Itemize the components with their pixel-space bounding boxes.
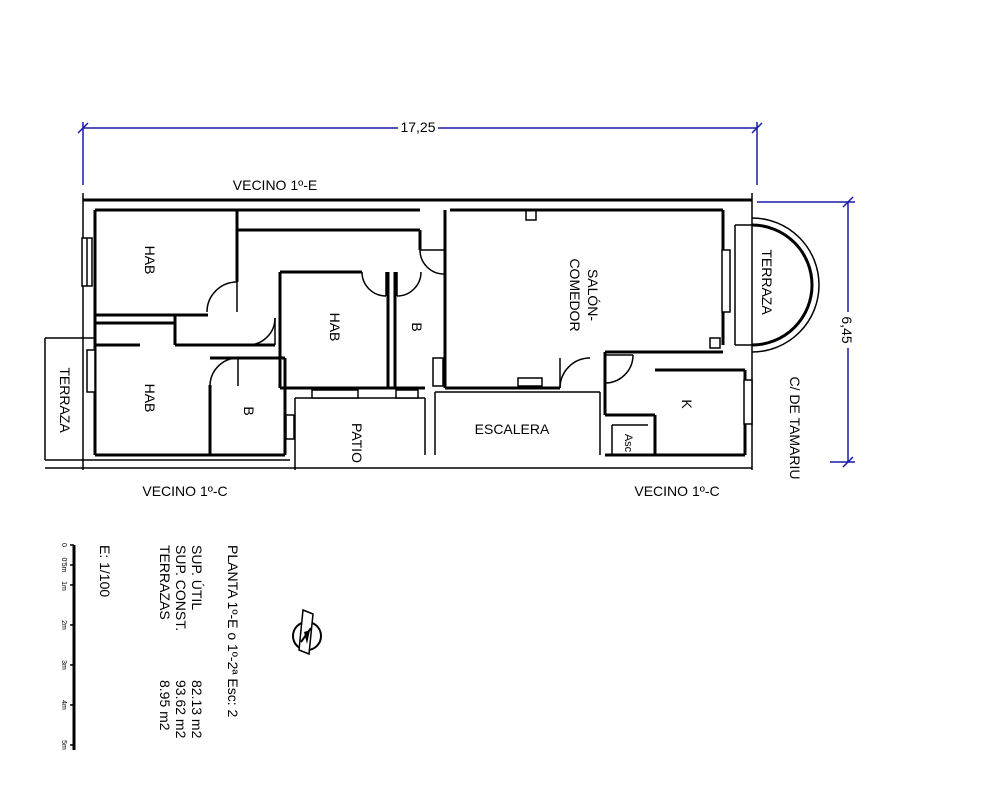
overall-depth-dimension: 6,45 <box>757 196 856 468</box>
scale-tick: 0'5m <box>60 558 67 573</box>
legend-row-value: 82.13 m2 <box>189 680 205 739</box>
legend-row-value: 8.95 m2 <box>157 680 173 731</box>
interior-walls <box>93 208 747 470</box>
scale-label: E: 1/100 <box>97 545 113 597</box>
room-label-hab: HAB <box>327 313 343 342</box>
scale-tick: 3m <box>60 660 67 670</box>
room-label-kitchen: K <box>679 399 695 409</box>
scale-tick: 0 <box>60 543 67 547</box>
legend-row-label: TERRAZAS <box>157 545 173 620</box>
vecino-bottom-left-label: VECINO 1º-C <box>142 483 227 499</box>
vecino-bottom-right-label: VECINO 1º-C <box>634 483 719 499</box>
door-swings <box>206 249 634 389</box>
room-label-hab: HAB <box>142 246 158 275</box>
room-label-salon: SALÓN- <box>585 269 601 321</box>
room-label-bath: B <box>409 322 425 331</box>
scale-tick: 5m <box>60 740 67 750</box>
north-arrow-icon <box>292 608 322 656</box>
legend-row-label: SUP. CONST. <box>173 545 189 631</box>
legend-title: PLANTA 1º-E o 1º-2ª Esc: 2 <box>225 545 241 718</box>
depth-dimension-label: 6,45 <box>839 316 855 343</box>
room-label-patio: PATIO <box>349 423 365 463</box>
windows <box>81 237 753 440</box>
room-label-hab: HAB <box>142 384 158 413</box>
room-label-lift: Asc <box>622 434 634 453</box>
overall-width-dimension: 17,25 <box>77 119 763 185</box>
room-label-terraza: TERRAZA <box>57 367 73 433</box>
street-label: C/ DE TAMARIU <box>787 377 803 480</box>
room-label-bath: B <box>241 406 257 415</box>
boundary-walls <box>44 193 753 470</box>
scale-bar: 0 0'5m 1m 2m 3m 4m 5m <box>60 543 76 750</box>
vecino-top-label: VECINO 1º-E <box>233 177 317 193</box>
scale-tick: 1m <box>60 581 67 591</box>
room-label-comedor: COMEDOR <box>567 258 583 331</box>
scale-tick: 2m <box>60 620 67 630</box>
room-label-escalera: ESCALERA <box>475 421 550 437</box>
legend-row-label: SUP. ÚTIL <box>189 545 205 610</box>
room-label-terraza: TERRAZA <box>759 249 775 315</box>
scale-tick: 4m <box>60 700 67 710</box>
width-dimension-label: 17,25 <box>400 119 435 135</box>
legend-row-value: 93.62 m2 <box>173 680 189 739</box>
terraza-balcony <box>734 217 820 353</box>
legend: PLANTA 1º-E o 1º-2ª Esc: 2 SUP. ÚTIL SUP… <box>97 545 241 739</box>
